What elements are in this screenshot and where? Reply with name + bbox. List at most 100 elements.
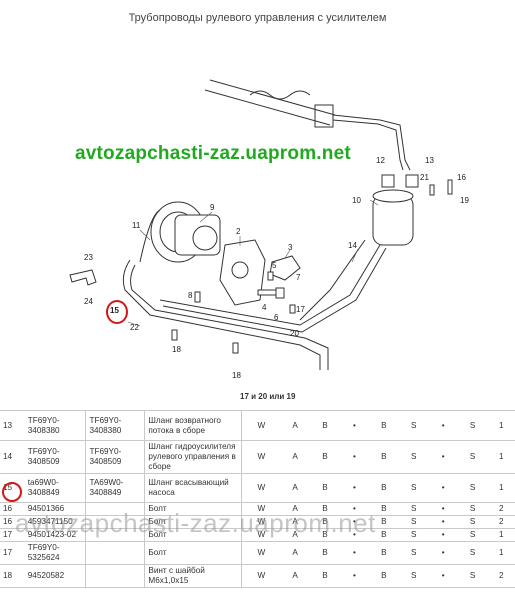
part-code: ta69W0-3408849: [24, 473, 86, 503]
highlight-marker-15-diagram: [106, 300, 128, 324]
quantity: 2: [487, 564, 515, 588]
flag-cell: W: [241, 410, 281, 441]
flag-cell: S: [398, 502, 429, 516]
flag-cell: A: [280, 541, 311, 565]
flag-cell: B: [369, 541, 399, 565]
svg-text:3: 3: [288, 243, 293, 252]
flag-cell: B: [310, 410, 340, 441]
svg-text:17: 17: [296, 305, 305, 314]
row-number: 17: [0, 541, 25, 565]
row-number: 14: [0, 440, 25, 474]
flag-cell: S: [457, 515, 488, 529]
flag-cell: S: [398, 410, 429, 441]
flag-cell: S: [398, 541, 429, 565]
flag-cell: •: [428, 410, 458, 441]
svg-text:5: 5: [272, 261, 277, 270]
quantity: 1: [487, 473, 515, 503]
quantity: 2: [487, 502, 515, 516]
svg-text:2: 2: [236, 227, 241, 236]
svg-text:16: 16: [457, 173, 466, 182]
flag-cell: B: [310, 564, 340, 588]
flag-cell: B: [369, 564, 399, 588]
flag-cell: •: [339, 541, 370, 565]
flag-cell: A: [280, 410, 311, 441]
flag-cell: B: [310, 440, 340, 474]
part-code: TF69Y0-5325624: [24, 541, 86, 565]
page-title: Трубопроводы рулевого управления с усили…: [128, 12, 387, 24]
flag-cell: B: [369, 440, 399, 474]
flag-cell: •: [428, 515, 458, 529]
watermark-top: avtozapchasti-zaz.uaprom.net: [75, 143, 351, 164]
flag-cell: S: [457, 440, 488, 474]
hoses: [122, 209, 387, 370]
flag-cell: S: [457, 564, 488, 588]
parts-diagram: 23 24 22 18 18 11 9 2 3 5 7 8 4 6 17 20 …: [69, 79, 469, 380]
flag-cell: •: [428, 502, 458, 516]
flag-cell: S: [457, 410, 488, 441]
flag-cell: B: [369, 473, 399, 503]
flag-cell: S: [398, 564, 429, 588]
svg-text:9: 9: [210, 203, 215, 212]
quantity: 1: [487, 410, 515, 441]
part-code-alt: [85, 541, 146, 565]
leader-lines: [127, 199, 379, 327]
svg-text:21: 21: [420, 173, 429, 182]
flag-cell: •: [339, 473, 370, 503]
flag-cell: S: [457, 473, 488, 503]
part-code: TF69Y0-3408380: [24, 410, 86, 441]
part-code-alt: TF69Y0-3408509: [85, 440, 146, 474]
flag-cell: A: [280, 564, 311, 588]
part-code: 94520582: [24, 564, 86, 588]
svg-text:10: 10: [352, 196, 361, 205]
reservoir-10: [372, 174, 419, 246]
highlight-marker-15-table: [2, 482, 22, 502]
flag-cell: A: [280, 440, 311, 474]
flag-cell: •: [339, 410, 370, 441]
part-code-alt: TF69Y0-3408380: [85, 410, 146, 441]
row-number: 18: [0, 564, 25, 588]
quantity: 1: [487, 528, 515, 542]
flag-cell: B: [310, 541, 340, 565]
flag-cell: •: [428, 528, 458, 542]
svg-text:18: 18: [232, 371, 241, 380]
part-code-alt: [85, 564, 146, 588]
flag-cell: S: [398, 440, 429, 474]
svg-text:22: 22: [130, 323, 139, 332]
flag-cell: •: [428, 440, 458, 474]
flag-cell: B: [310, 473, 340, 503]
flag-cell: W: [241, 440, 281, 474]
svg-text:4: 4: [262, 303, 267, 312]
pump-11: [150, 201, 221, 263]
svg-text:19: 19: [460, 196, 469, 205]
flag-cell: W: [241, 564, 281, 588]
part-code-alt: TA69W0-3408849: [85, 473, 146, 503]
flag-cell: A: [280, 473, 311, 503]
quantity: 1: [487, 440, 515, 474]
flag-cell: S: [398, 473, 429, 503]
part-name: Шланг всасывающий насоса: [144, 473, 243, 503]
flag-cell: S: [457, 541, 488, 565]
part-name: Винт с шайбой М6х1,0х15: [144, 564, 243, 588]
svg-text:7: 7: [296, 273, 301, 282]
clip-23: [69, 269, 97, 286]
watermark-bottom: avtozapchasti-zaz.uaprom.net: [15, 508, 376, 538]
quantity: 1: [487, 541, 515, 565]
flag-cell: S: [457, 528, 488, 542]
part-code: TF69Y0-3408509: [24, 440, 86, 474]
callout-15-label: 15: [110, 306, 119, 315]
flag-cell: S: [398, 515, 429, 529]
svg-text:20: 20: [290, 329, 299, 338]
steering-rack: [204, 79, 411, 171]
svg-text:6: 6: [274, 313, 279, 322]
quantity: 2: [487, 515, 515, 529]
flag-cell: •: [339, 440, 370, 474]
svg-text:24: 24: [84, 297, 93, 306]
part-name: Шланг гидроусилителя рулевого управления…: [144, 440, 243, 474]
